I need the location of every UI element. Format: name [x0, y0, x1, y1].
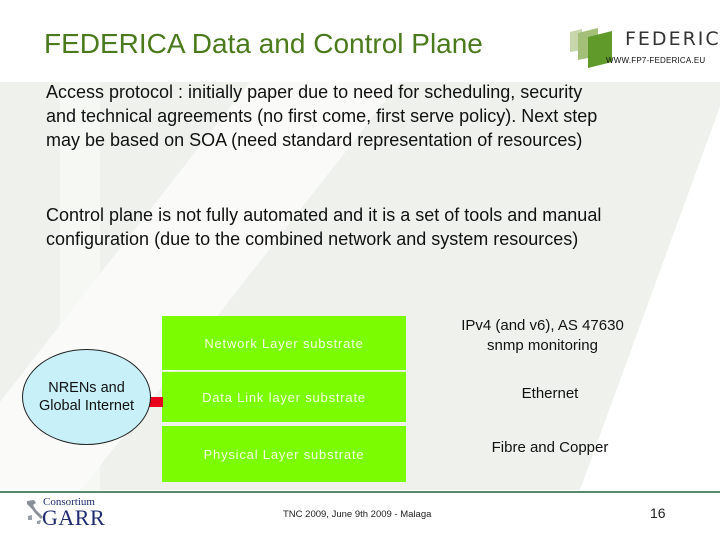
network-layer-block: Network Layer substrate: [162, 316, 406, 370]
nrens-internet-node: NRENs and Global Internet: [22, 349, 151, 445]
italy-map-icon: [27, 500, 43, 524]
logo-url: WWW.FP7-FEDERICA.EU: [606, 56, 706, 65]
text-line: Access protocol : initially paper due to…: [46, 82, 583, 102]
data-link-layer-description: Ethernet: [455, 384, 645, 404]
federica-logo: FEDERICA WWW.FP7-FEDERICA.EU: [568, 20, 720, 72]
physical-layer-description: Fibre and Copper: [455, 438, 645, 458]
node-label-line: Global Internet: [38, 398, 135, 414]
description-line: Ethernet: [521, 385, 579, 402]
paragraph-access-protocol: Access protocol : initially paper due to…: [46, 80, 597, 152]
page-number: 16: [650, 505, 666, 521]
description-line: Fibre and Copper: [491, 439, 609, 456]
footer-divider: [0, 491, 720, 493]
text-line: may be based on SOA (need standard repre…: [46, 130, 583, 150]
network-layer-description: IPv4 (and v6), AS 47630 snmp monitoring: [455, 316, 630, 356]
federica-stacked-panels-icon: [570, 28, 612, 68]
text-line: and technical agreements (no first come,…: [46, 106, 598, 126]
text-line: configuration (due to the combined netwo…: [46, 229, 579, 249]
physical-layer-block: Physical Layer substrate: [162, 426, 406, 482]
data-link-layer-block: Data Link layer substrate: [162, 371, 406, 422]
garr-logo: Consortium GARR: [24, 496, 134, 530]
footer-event-text: TNC 2009, June 9th 2009 - Malaga: [283, 509, 432, 520]
text-line: Control plane is not fully automated and…: [46, 205, 602, 225]
description-line: IPv4 (and v6), AS 47630: [461, 317, 624, 334]
description-line: snmp monitoring: [487, 337, 598, 354]
node-label-line: NRENs and: [48, 380, 125, 396]
garr-name-text: GARR: [42, 505, 106, 530]
logo-wordmark: FEDERICA: [625, 28, 720, 50]
slide-title: FEDERICA Data and Control Plane: [44, 28, 483, 59]
garr-consortium-text: Consortium: [43, 496, 95, 508]
paragraph-control-plane: Control plane is not fully automated and…: [46, 203, 601, 251]
